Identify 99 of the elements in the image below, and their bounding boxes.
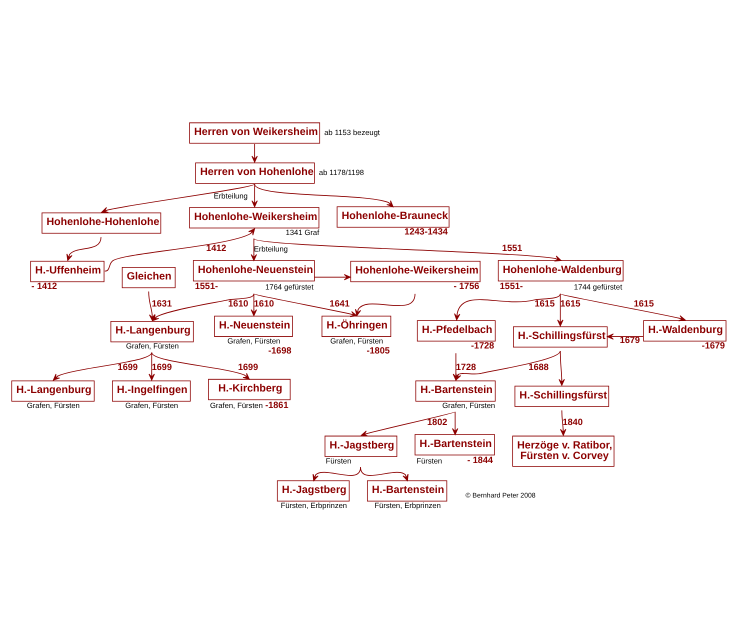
node-label: Grafen, Fürsten (125, 400, 178, 410)
arrow (314, 274, 351, 280)
arrow (558, 350, 565, 386)
node-label: - 1756 (454, 280, 480, 290)
node-label: 1764 gefürstet (265, 282, 314, 291)
edge-label: 1412 (206, 242, 226, 253)
edge-label: 1631 (152, 298, 172, 308)
arrow (152, 292, 254, 321)
arrow (253, 292, 358, 317)
node-box: H.-Schillingsfürst (514, 385, 610, 406)
arrow (452, 410, 458, 434)
node-box: Herren von Hohenlohe (195, 162, 315, 184)
node-label: - 1412 (31, 280, 58, 290)
node-box: H.-Jagstberg (324, 435, 398, 456)
edge-label: 1699 (238, 361, 258, 372)
node-label: Fürsten (416, 456, 442, 465)
arrow (254, 183, 394, 207)
node-box: H.-Waldenburg (643, 320, 726, 341)
node-label: 1341 Graf (286, 227, 320, 236)
node-label: Fürsten, Erbprinzen (280, 500, 348, 510)
node-label: - 1844 (467, 454, 493, 464)
arrow (66, 236, 102, 260)
arrow (104, 228, 256, 272)
node-label: Grafen, Fürsten (442, 400, 496, 410)
node-label: ab 1178/1198 (318, 168, 364, 177)
node-label: Fürsten, Erbprinzen (374, 500, 441, 510)
edge-label: 1679 (620, 334, 640, 345)
edge-label: 1610 (228, 298, 248, 308)
node-box: H.-Kirchberg (208, 378, 291, 400)
node-box: H.-Öhringen (322, 315, 392, 336)
arrow (354, 292, 416, 316)
arrow (360, 466, 409, 481)
node-box: H.-Langenburg (11, 380, 95, 402)
node-box: Hohenlohe-Weikersheim (350, 260, 480, 282)
edge-label: 1699 (152, 361, 172, 372)
node-box: Herren von Weikersheim (189, 122, 320, 144)
node-label: Grafen, Fürsten (26, 400, 80, 410)
arrow (250, 238, 257, 260)
node-label: -1679 (702, 340, 725, 350)
node-box: H.-Bartenstein (414, 434, 495, 455)
node-box: Hohenlohe-Neuenstein (192, 260, 315, 281)
node-box: H.-Ingelfingen (112, 380, 191, 402)
node-label: 1744 gefürstet (574, 282, 622, 291)
node-box: H.-Jagstberg (276, 480, 350, 502)
edge-label: 1615 (560, 298, 580, 308)
node-box: H.-Pfedelbach (416, 320, 496, 341)
node-box: H.-Schillingsfürst (513, 326, 608, 348)
node-label: Grafen, Fürsten (330, 336, 384, 345)
arrow (560, 292, 686, 321)
edge-label: 1840 (562, 416, 583, 427)
node-label: -1805 (366, 345, 390, 356)
node-box: H.-Langenburg (110, 320, 194, 342)
edge-label: 1551 (502, 242, 522, 253)
arrow (251, 143, 258, 162)
node-box: Hohenlohe-Weikersheim (189, 206, 320, 228)
edge-label: 1610 (254, 298, 274, 308)
node-label: -1698 (268, 345, 292, 356)
node-label: Grafen, Fürsten (227, 336, 280, 345)
edge-label: Erbteilung (254, 244, 288, 253)
arrow (557, 292, 564, 326)
arrow (312, 466, 361, 481)
arrow (250, 292, 257, 316)
edge-label: 1728 (456, 361, 476, 372)
arrow (251, 183, 258, 207)
arrow (101, 183, 256, 213)
edge-label: 1615 (534, 298, 555, 308)
node-label: ab 1153 bezeugt (324, 127, 380, 136)
arrow (52, 352, 152, 380)
arrow (148, 352, 155, 380)
node-box: H.-Neuenstein (214, 315, 293, 336)
node-label: Fürsten (326, 456, 352, 465)
node-label: 1243-1434 (404, 226, 448, 236)
edge-label: 1802 (427, 416, 448, 427)
arrow (253, 238, 562, 262)
edge-label: 1699 (118, 361, 138, 372)
node-box: H.-Bartenstein (366, 480, 448, 502)
node-label: Grafen, Fürsten (210, 400, 263, 410)
edge-label: 1641 (330, 298, 350, 308)
node-label: -1861 (265, 399, 288, 410)
node-box: Hohenlohe-Waldenburg (498, 260, 624, 281)
edge-label: Erbteilung (214, 190, 248, 200)
arrow (606, 332, 644, 340)
node-label: 1551- (500, 280, 523, 290)
node-box: Herzöge v. Ratibor, Fürsten v. Corvey (512, 435, 614, 466)
node-box: Hohenlohe-Hohenlohe (42, 212, 162, 234)
arrow (455, 350, 561, 380)
node-box: Hohenlohe-Brauneck (336, 206, 450, 228)
arrow (560, 409, 566, 436)
node-label: Grafen, Fürsten (126, 341, 179, 350)
arrow (151, 352, 250, 380)
node-box: Gleichen (122, 266, 176, 288)
arrow (360, 410, 456, 436)
node-label: -1728 (471, 340, 494, 350)
node-box: H.-Bartenstein (415, 380, 496, 402)
node-label: 1551- (194, 280, 218, 290)
arrow (454, 292, 561, 320)
node-box: H.-Uffenheim (30, 260, 104, 282)
edge-label: 1615 (634, 298, 654, 308)
edge-label: 1688 (528, 361, 549, 372)
